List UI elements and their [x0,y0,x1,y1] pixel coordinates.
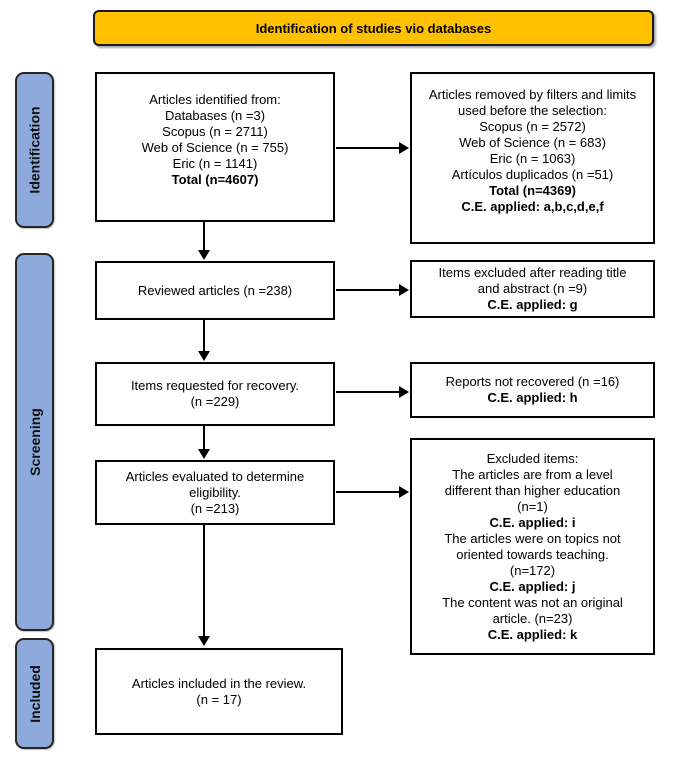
box-line: (n=1) [517,498,548,514]
box-items-requested: Items requested for recovery. (n =229) [95,362,335,426]
stage-label-text: Identification [26,106,43,194]
box-line: Articles evaluated to determine [125,468,305,484]
stage-label-text: Included [26,664,43,723]
box-line: Web of Science (n = 683) [459,135,606,150]
arrow-down-reviewed-to-requested [198,320,210,361]
box-line: eligibility. [189,484,241,500]
box-items-excluded-title-abstract: Items excluded after reading title and a… [410,260,655,318]
stage-label-included: Included [15,638,54,749]
box-line-criteria: C.E. applied: a,b,c,d,e,f [461,199,604,214]
box-line-criteria: C.E. applied: i [489,514,576,530]
box-line: Eric (n = 1141) [172,156,258,171]
diagram-title-banner: Identification of studies vio databases [93,10,654,46]
box-line: different than higher education [444,482,621,498]
box-line-criteria: C.E. applied: k [487,626,578,642]
box-excluded-items: Excluded items: The articles are from a … [410,438,655,655]
box-line: (n =213) [190,500,240,516]
box-line-criteria: C.E. applied: g [487,297,578,312]
box-line: Scopus (n = 2572) [479,119,586,134]
box-line: Articles identified from: [149,92,281,107]
box-line: Articles removed by filters and limits [428,87,637,102]
box-line: The articles are from a level [452,466,613,482]
box-line: Reviewed articles (n =238) [137,282,293,298]
stage-label-screening: Screening [15,253,54,631]
box-line: Excluded items: [486,450,579,466]
box-reports-not-recovered: Reports not recovered (n =16) C.E. appli… [410,362,655,418]
box-line: Reports not recovered (n =16) [445,374,620,389]
stage-label-identification: Identification [15,72,54,228]
box-line: Eric (n = 1063) [489,151,576,166]
arrow-right-requested-to-not-recovered [336,386,409,398]
box-articles-removed: Articles removed by filters and limits u… [410,72,655,244]
arrow-right-reviewed-to-excluded [336,284,409,296]
box-articles-included: Articles included in the review. (n = 17… [95,648,343,735]
box-articles-evaluated: Articles evaluated to determine eligibil… [95,460,335,525]
box-line: Databases (n =3) [164,108,266,123]
box-line-total: Total (n=4369) [489,183,576,198]
arrow-down-identified-to-reviewed [198,222,210,260]
stage-label-text: Screening [26,408,43,476]
box-reviewed-articles: Reviewed articles (n =238) [95,261,335,320]
box-line: Scopus (n = 2711) [162,124,268,139]
box-line: article. (n=23) [492,610,573,626]
arrow-down-evaluated-to-included [198,525,210,646]
arrow-right-evaluated-to-excluded-items [336,486,409,498]
box-line: Web of Science (n = 755) [141,140,289,155]
arrow-right-identified-to-removed [336,142,409,154]
box-line: Artículos duplicados (n =51) [451,167,614,182]
box-line: The articles were on topics not [444,530,621,546]
box-line: oriented towards teaching. [456,546,609,562]
box-line: used before the selection: [458,103,607,118]
box-line: Items requested for recovery. [130,378,300,393]
box-line-criteria: C.E. applied: h [487,390,578,405]
diagram-title: Identification of studies vio databases [255,20,492,36]
arrow-down-requested-to-evaluated [198,426,210,459]
box-line-total: Total (n=4607) [171,172,259,187]
box-line: (n = 17) [196,691,242,707]
box-line-criteria: C.E. applied: j [489,578,576,594]
box-line: Articles included in the review. [131,675,307,691]
box-line: (n =229) [190,394,240,409]
box-line: (n=172) [509,562,556,578]
box-line: and abstract (n =9) [477,281,588,296]
box-articles-identified: Articles identified from: Databases (n =… [95,72,335,222]
box-line: Items excluded after reading title [438,265,627,280]
box-line: The content was not an original [442,594,623,610]
